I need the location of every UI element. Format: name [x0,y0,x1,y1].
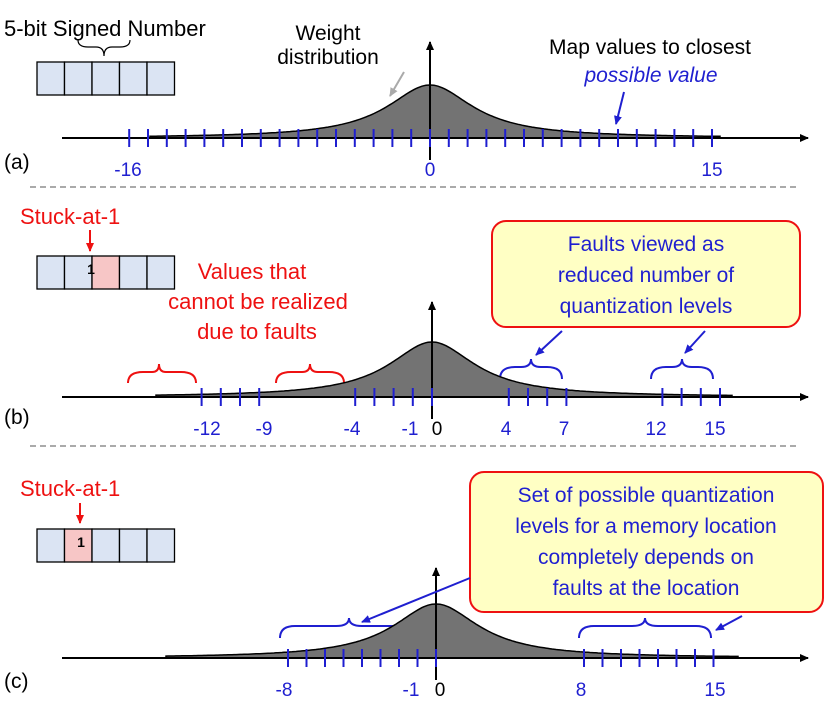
possible-value-label: possible value [583,64,717,87]
tick-label-c-0: 0 [435,680,446,701]
unrealizable-line1: Values that [198,259,306,284]
unrealizable-line2: cannot be realized [168,289,348,314]
callout-box-b [491,220,801,328]
tick-label-b-neg4: -4 [344,419,361,440]
unrealizable-brace-2 [275,363,345,384]
ticks-c [287,649,715,667]
bit-cell [91,61,121,96]
possible-value-arrow [614,91,625,125]
panel-a-label: (a) [4,151,30,174]
callout-c-arrow-1 [361,577,471,623]
panel-b-label: (b) [4,406,30,429]
tick-label-b-4: 4 [501,419,512,440]
bit-cell [146,255,176,290]
bit-cell [36,61,66,96]
panel-a-title: 5-bit Signed Number [4,16,206,41]
register-c [36,528,176,563]
weight-distribution-curve-b [155,341,733,398]
level-brace-c2 [578,617,712,639]
bit-cell [118,528,148,563]
callout-c-arrow-2 [715,615,743,631]
level-brace-b2 [650,358,714,380]
panel-c-label: (c) [4,670,29,693]
panel-b-fault-label: Stuck-at-1 [20,204,120,229]
bit-cell [63,61,93,96]
tick-label-c-neg1: -1 [403,680,420,701]
map-values-label: Map values to closest [549,36,751,59]
bit-cell [36,255,66,290]
word-brace [77,39,131,57]
faulty-bit-cell [91,255,121,290]
callout-b-arrow-1 [535,330,563,356]
tick-label-a-15: 15 [701,160,722,181]
weight-label-line1: Weight [296,22,361,45]
ticks-a [128,129,713,147]
bit-cell [91,528,121,563]
panel-c: Stuck-at-1 1 Set of possible quantizatio… [4,471,824,701]
panel-b: Stuck-at-1 1 Values that cannot be reali… [4,204,809,440]
tick-label-c-8: 8 [576,680,587,701]
callout-c-line3: completely depends on [538,546,754,569]
weight-distribution-curve [149,84,721,139]
unrealizable-brace-1 [127,363,197,384]
unrealizable-line3: due to faults [197,319,317,344]
ticks-b [200,388,721,406]
tick-label-b-neg9: -9 [256,419,273,440]
callout-b-line1: Faults viewed as [568,233,724,256]
bit-cell [118,255,148,290]
faulty-bit-cell [63,528,93,563]
bit-cell [146,528,176,563]
bit-cell [146,61,176,96]
tick-label-a-0: 0 [425,160,436,181]
callout-b-line2: reduced number of [558,264,734,287]
panel-a: 5-bit Signed Number Weight distribution … [4,16,809,181]
faulty-bit-b: 1 [87,261,95,277]
level-brace-b1 [499,358,563,380]
callout-c-line4: faults at the location [553,577,740,600]
tick-label-b-15: 15 [704,419,725,440]
tick-label-b-0: 0 [432,419,443,440]
register-b [36,255,176,290]
tick-label-b-neg1: -1 [402,419,419,440]
weight-pointer-arrow [389,71,405,97]
register-a [36,61,176,96]
panel-c-fault-label: Stuck-at-1 [20,476,120,501]
bit-cell [63,255,93,290]
tick-label-b-12: 12 [645,419,666,440]
tick-label-b-7: 7 [559,419,570,440]
callout-c-line1: Set of possible quantization [518,484,775,507]
tick-label-a-neg16: -16 [114,160,141,181]
weight-label-line2: distribution [277,46,379,69]
tick-label-b-neg12: -12 [193,419,220,440]
callout-c-line2: levels for a memory location [515,515,776,538]
tick-label-c-15: 15 [704,680,725,701]
callout-box-c [469,471,824,613]
faulty-bit-c: 1 [77,534,85,550]
bit-cell [118,61,148,96]
tick-label-c-neg8: -8 [276,680,293,701]
callout-b-line3: quantization levels [560,295,733,318]
weight-distribution-curve-c [165,603,739,659]
callout-b-arrow-2 [684,330,706,354]
bit-cell [36,528,66,563]
